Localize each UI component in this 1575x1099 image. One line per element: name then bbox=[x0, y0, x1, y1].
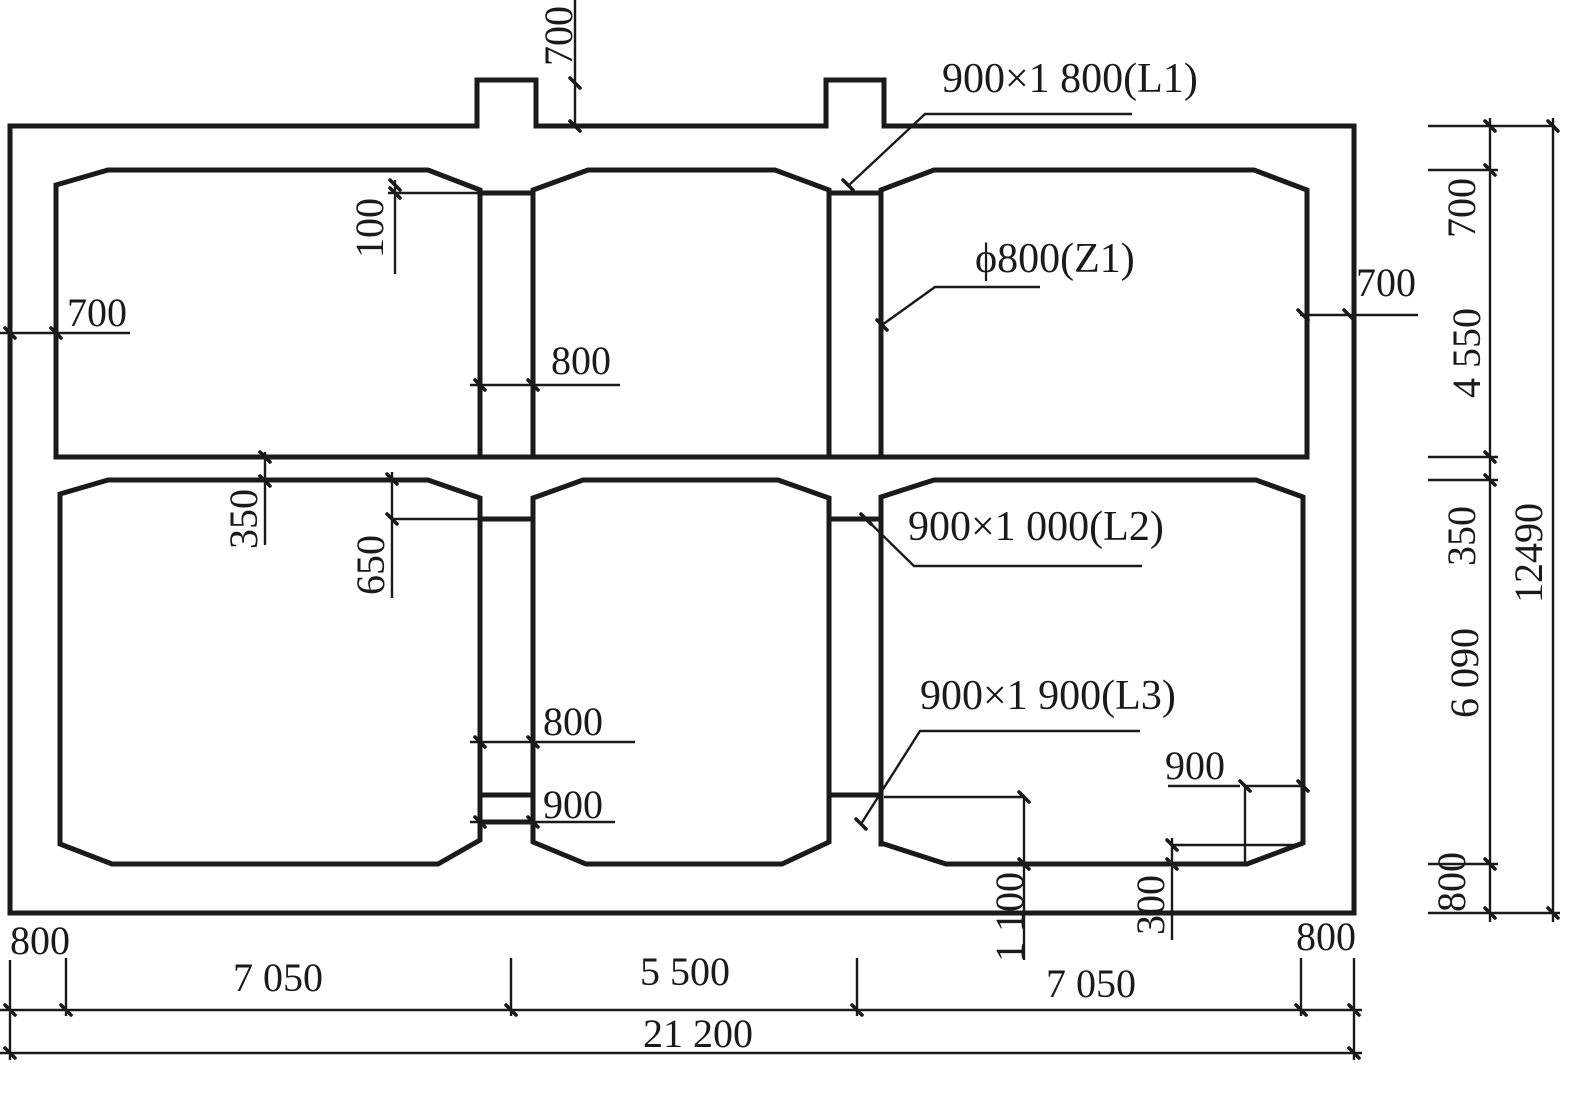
callout-labels: 900×1 800(L1) ϕ800(Z1) 900×1 000(L2) 900… bbox=[908, 56, 1198, 719]
callout-z1: ϕ800(Z1) bbox=[975, 236, 1135, 282]
dim-top-700: 700 bbox=[536, 6, 581, 66]
outer-frame bbox=[7, 77, 1357, 916]
dim-haunch-100: 100 bbox=[347, 198, 392, 258]
callout-l3: 900×1 900(L3) bbox=[920, 673, 1176, 719]
interior-dimension-labels: 700 100 700 700 800 350 650 800 900 900 … bbox=[67, 6, 1416, 962]
dim-beam-900-lower: 900 bbox=[543, 782, 603, 827]
dim-rise-1100: 1 100 bbox=[987, 872, 1032, 962]
right-dimension-labels: 700 4 550 350 6 090 800 12490 bbox=[1429, 178, 1551, 912]
dim-total-width: 21 200 bbox=[643, 1011, 753, 1056]
dim-span-right: 7 050 bbox=[1046, 961, 1136, 1006]
dim-total-height: 12490 bbox=[1506, 503, 1551, 603]
dim-corner-900: 900 bbox=[1165, 743, 1225, 788]
dimension-lines bbox=[0, 0, 1560, 1060]
lower-beams bbox=[480, 516, 881, 825]
dim-haunch-300: 300 bbox=[1128, 875, 1173, 935]
dim-slab-350-right: 350 bbox=[1439, 506, 1484, 566]
callout-l1: 900×1 800(L1) bbox=[942, 56, 1198, 102]
callout-l2: 900×1 000(L2) bbox=[908, 504, 1164, 550]
dim-column-800-lower: 800 bbox=[543, 699, 603, 744]
dim-span-middle: 5 500 bbox=[640, 949, 730, 994]
dim-slab-350-left: 350 bbox=[221, 489, 266, 549]
dim-column-800-upper: 800 bbox=[551, 338, 611, 383]
dim-upper-4550: 4 550 bbox=[1444, 308, 1489, 398]
leader-lines bbox=[841, 112, 1142, 831]
lower-chambers bbox=[57, 477, 1306, 867]
dim-right-700: 700 bbox=[1356, 260, 1416, 305]
dim-roof-700: 700 bbox=[1439, 178, 1484, 238]
upper-chambers bbox=[53, 167, 1310, 460]
dim-lower-6090: 6 090 bbox=[1442, 628, 1487, 718]
dim-floor-800: 800 bbox=[1429, 852, 1474, 912]
bottom-dimension-labels: 800 7 050 5 500 7 050 800 21 200 bbox=[10, 914, 1356, 1056]
dim-span-left: 7 050 bbox=[233, 955, 323, 1000]
dim-left-700: 700 bbox=[67, 290, 127, 335]
dim-bottom-right-800: 800 bbox=[1296, 914, 1356, 959]
dim-bottom-left-800: 800 bbox=[10, 918, 70, 963]
dim-haunch-650: 650 bbox=[348, 535, 393, 595]
